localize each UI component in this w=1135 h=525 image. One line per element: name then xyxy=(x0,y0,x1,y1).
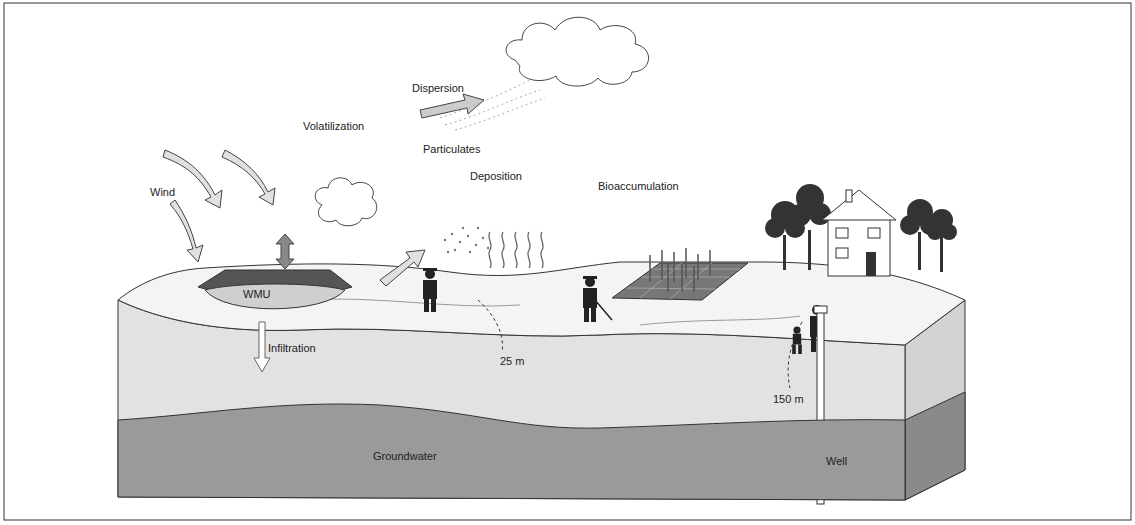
pathway-label: Well xyxy=(826,455,847,468)
pathway-label: Particulates xyxy=(423,143,480,156)
pathway-label: Volatilization xyxy=(303,120,364,133)
crop-field xyxy=(612,263,748,300)
vapor-cloud xyxy=(315,178,377,226)
infiltration-arrow xyxy=(254,322,270,372)
node-shape xyxy=(118,404,905,500)
distance-arc xyxy=(478,300,503,352)
block-side-groundwater xyxy=(905,392,965,500)
pathway-label: Infiltration xyxy=(268,342,316,355)
surface-contour xyxy=(640,316,800,325)
surface-contour xyxy=(300,299,520,306)
particulate-dots xyxy=(444,227,489,253)
node-label: WMU xyxy=(243,288,271,301)
frame xyxy=(4,3,1131,520)
waste-unit: WMU xyxy=(205,282,345,322)
exchange-arrow xyxy=(276,234,294,269)
pathway-label: Bioaccumulation xyxy=(598,180,679,193)
wind-arrow xyxy=(163,150,222,208)
house xyxy=(822,190,896,276)
cloud xyxy=(506,17,648,86)
dispersion-arrow xyxy=(420,94,484,118)
person xyxy=(583,276,612,322)
deposition-lines xyxy=(489,232,543,268)
wind-arrow xyxy=(170,200,203,262)
node-label: Groundwater xyxy=(373,450,437,463)
pathway-label: 150 m xyxy=(773,393,804,406)
particulate-arrow xyxy=(380,250,425,286)
pathway-label: Wind xyxy=(150,186,175,199)
field-rows xyxy=(627,263,740,299)
crops xyxy=(650,248,710,292)
pathway-label: Deposition xyxy=(470,170,522,183)
node-outline xyxy=(205,282,345,322)
distance-arc xyxy=(788,322,802,388)
person xyxy=(423,268,437,312)
wind-arrow xyxy=(222,150,275,205)
groundwater-band: Groundwater xyxy=(118,400,905,500)
node-shape xyxy=(205,284,345,309)
pathway-label: Dispersion xyxy=(412,82,464,95)
node-outline xyxy=(118,400,905,500)
pathway-label: 25 m xyxy=(500,355,524,368)
well-head xyxy=(814,306,827,313)
